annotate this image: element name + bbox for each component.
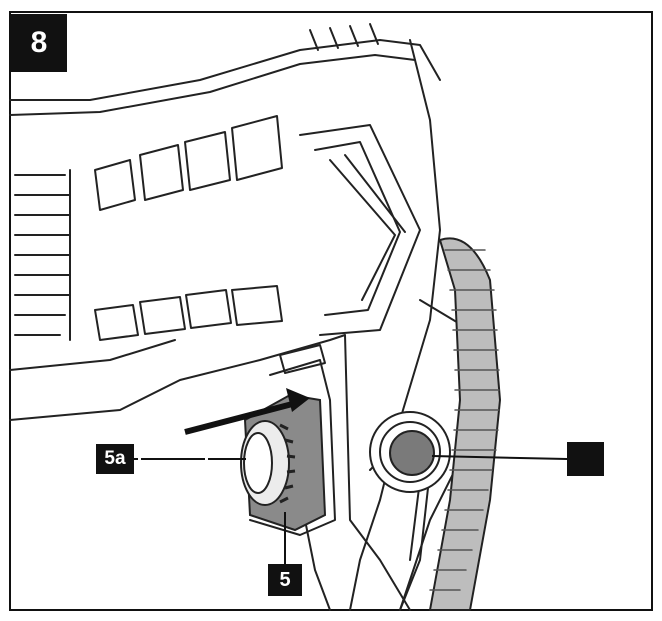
- switch-recess: [249, 359, 336, 536]
- figure-frame: [9, 11, 653, 611]
- callout-label-button: [567, 442, 604, 476]
- leader-button: [431, 455, 568, 460]
- lower-ribs: [94, 285, 283, 341]
- callout-label-switch: 5: [268, 564, 302, 596]
- grip-chevron-inner: [314, 141, 401, 316]
- textured-grip: [429, 237, 501, 611]
- top-vents: [309, 23, 379, 51]
- housing-top-inner: [9, 54, 416, 116]
- body-outline: [9, 334, 411, 611]
- figure-number-label: 8: [11, 14, 67, 72]
- body-lower-line: [9, 339, 176, 371]
- grip-chevron-outer: [299, 124, 421, 336]
- left-vents: [14, 169, 71, 341]
- upper-ribs: [94, 115, 283, 211]
- speed-dial: [240, 420, 296, 506]
- lock-button: [369, 411, 451, 493]
- housing-top-outline: [9, 39, 441, 101]
- handle-front-edge: [304, 519, 331, 611]
- arrow-head: [286, 388, 310, 412]
- direction-arrow: [184, 399, 301, 435]
- housing-right-outline: [349, 39, 441, 611]
- callout-label-dial: 5a: [96, 444, 134, 474]
